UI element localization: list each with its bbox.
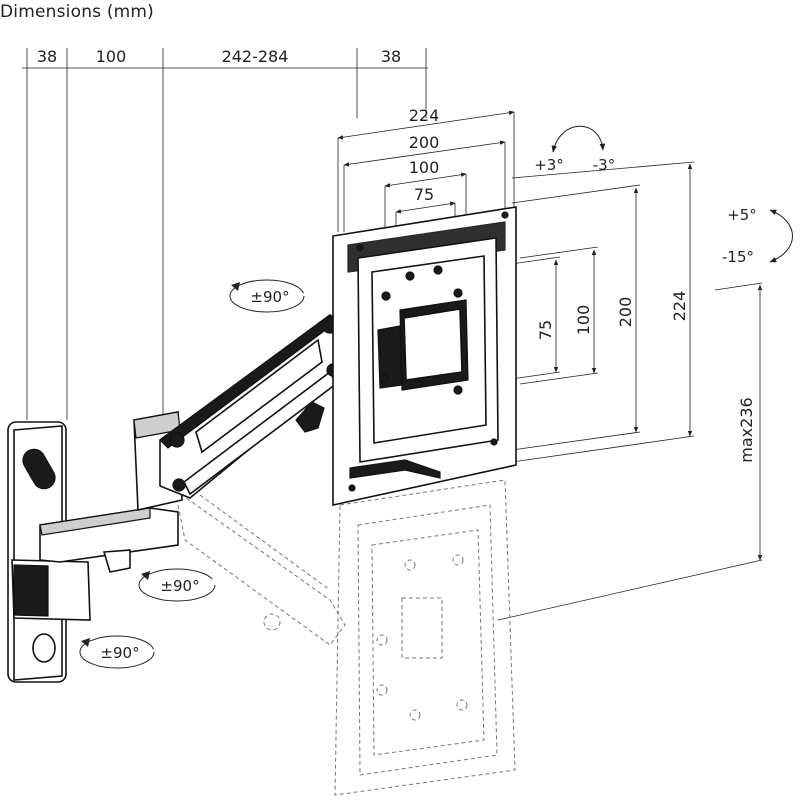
dim-vesa-depth: 38 (381, 47, 401, 66)
wall-slot-top-icon (22, 448, 56, 490)
dim-arm-extension: 242-284 (222, 47, 289, 66)
dim-plate-75-w: 75 (414, 185, 434, 204)
swivel-minus-label: -3° (593, 156, 615, 174)
dim-plate-224-h: 224 (670, 291, 689, 322)
dim-plate-75-h: 75 (536, 320, 555, 340)
wall-plate (7, 421, 91, 683)
rotation-indicator-wall: ±90° (79, 635, 155, 669)
rotation-indicator-arm-mid: ±90° (138, 568, 216, 602)
lowered-position-ghost (174, 479, 516, 796)
dim-max-drop: max236 (737, 397, 756, 462)
rotation-label-arm-top: ±90° (250, 288, 289, 306)
rotation-indicator-arm-top: ±90° (229, 279, 305, 313)
wall-slot-bottom-icon (32, 633, 56, 663)
tilt-plus-label: +5° (727, 206, 757, 224)
dim-plate-100-w: 100 (409, 158, 440, 177)
swivel-indicator: +3° -3° (534, 125, 615, 174)
page-title: Dimensions (mm) (0, 2, 155, 22)
dim-plate-100-h: 100 (574, 305, 593, 336)
gas-spring-arm (159, 314, 351, 499)
dim-plate-200-h: 200 (616, 297, 635, 328)
plate-height-dimensions: 75 100 200 224 (469, 161, 695, 463)
dim-plate-224-w: 224 (409, 106, 440, 125)
swivel-plus-label: +3° (534, 156, 564, 174)
dim-first-arm: 100 (96, 47, 127, 66)
tilt-minus-label: -15° (722, 248, 754, 266)
rotation-label-arm-mid: ±90° (160, 577, 199, 595)
dim-plate-200-w: 200 (409, 133, 440, 152)
vesa-plate (332, 206, 517, 506)
tilt-indicator: +5° -15° (722, 206, 793, 266)
plate-width-dimensions: 224 200 100 75 (337, 106, 515, 268)
dim-wall-plate-width: 38 (37, 47, 57, 66)
rotation-label-wall: ±90° (100, 644, 139, 662)
max-drop-dimension: max236 (497, 282, 763, 621)
top-dimension-line: 38 100 242-284 38 (22, 47, 428, 420)
